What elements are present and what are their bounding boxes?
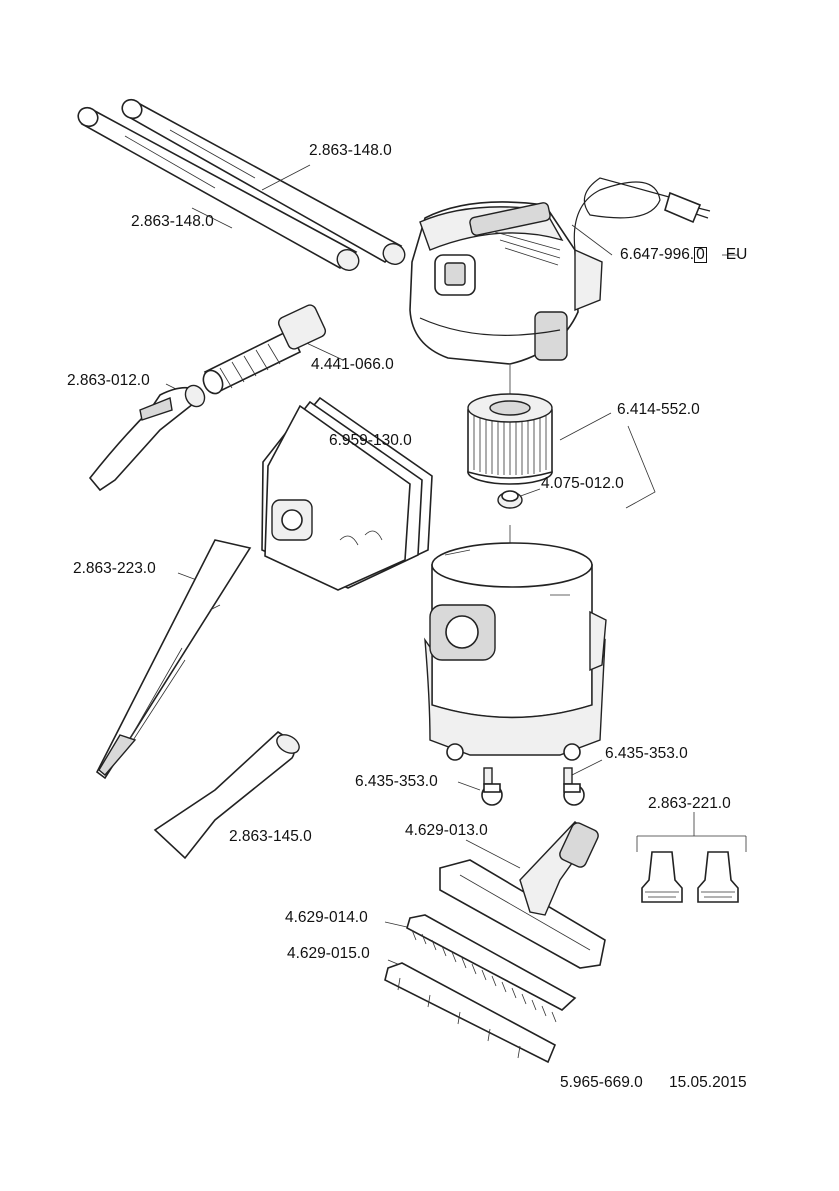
label-suction-hose: 4.441-066.0: [311, 356, 394, 373]
suction-tube-upper-drawing: [121, 98, 406, 265]
power-cord-drawing: [573, 177, 711, 251]
cartridge-filter-drawing: [467, 393, 553, 485]
container-drawing: [424, 542, 607, 756]
label-upholstery-nozzle: 2.863-145.0: [229, 828, 312, 845]
label-castor-left: 6.435-353.0: [355, 773, 438, 790]
label-filter-nut: 4.075-012.0: [541, 475, 624, 492]
label-tube-upper: 2.863-148.0: [309, 142, 392, 159]
label-filter-bags: 6.959-130.0: [329, 432, 412, 449]
label-crevice-nozzle: 2.863-223.0: [73, 560, 156, 577]
label-floor-nozzle: 4.629-013.0: [405, 822, 488, 839]
footer-date: 15.05.2015: [669, 1074, 747, 1091]
label-adapter-set: 2.863-221.0: [648, 795, 731, 812]
label-rubber-strip: 4.629-015.0: [287, 945, 370, 962]
label-brush-strip: 4.629-014.0: [285, 909, 368, 926]
label-power-cord-suffix: EU: [725, 246, 748, 263]
label-elbow: 2.863-012.0: [67, 372, 150, 389]
label-power-cord: 6.647-996.0 EU: [620, 246, 747, 264]
brush-strip-drawing: [406, 914, 577, 1023]
floor-nozzle-drawing: [439, 821, 606, 969]
suction-tube-lower-drawing: [77, 106, 360, 271]
rubber-strip-drawing: [384, 962, 557, 1064]
crevice-nozzle-drawing: [95, 539, 252, 780]
label-tube-lower: 2.863-148.0: [131, 213, 214, 230]
filter-bags-drawing: [261, 396, 433, 591]
adapter-set-drawing: [641, 851, 739, 903]
castor-left-drawing: [481, 767, 503, 806]
suction-hose-drawing: [202, 304, 327, 395]
label-cartridge-filter: 6.414-552.0: [617, 401, 700, 418]
footer-document-number: 5.965-669.0: [560, 1074, 643, 1091]
label-castor-right: 6.435-353.0: [605, 745, 688, 762]
label-power-cord-box: 0: [694, 246, 707, 263]
filter-nut-drawing: [497, 490, 523, 509]
upholstery-nozzle-drawing: [153, 731, 300, 860]
castor-right-drawing: [563, 767, 585, 806]
castor-under-drawing: [446, 743, 581, 761]
vacuum-head-drawing: [409, 201, 603, 365]
elbow-drawing: [88, 384, 206, 492]
label-power-cord-number: 6.647-996.: [620, 246, 695, 263]
